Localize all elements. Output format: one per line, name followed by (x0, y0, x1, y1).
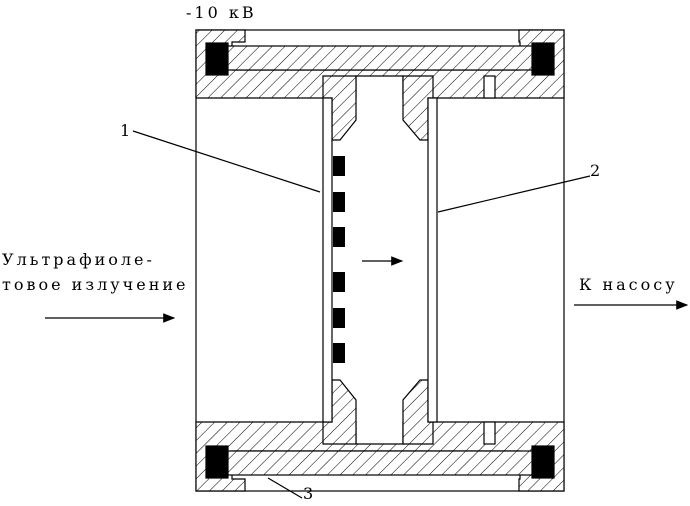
leader-2 (437, 175, 591, 213)
bottom-slot (483, 421, 496, 445)
electrode-1 (322, 97, 333, 423)
top-right-seal (531, 42, 555, 76)
electrode-2 (427, 97, 438, 423)
uv-label-line2: товое излучение (2, 275, 189, 294)
callout-3: 3 (303, 484, 314, 503)
voltage-label: -10 кВ (186, 3, 257, 22)
top-slot (483, 75, 496, 99)
bottom-rod (224, 450, 534, 476)
callout-2: 2 (590, 161, 601, 180)
bottom-flange (195, 421, 565, 492)
bottom-right-seal (531, 445, 555, 479)
top-left-seal (205, 42, 229, 76)
uv-label-line1: Ультрафиоле- (2, 250, 155, 269)
leader-3 (267, 477, 303, 499)
pump-label: К насосу (579, 275, 678, 294)
leader-1 (132, 130, 321, 193)
callout-1: 1 (120, 121, 131, 140)
top-rod (224, 45, 534, 71)
bottom-left-seal (205, 445, 229, 479)
photocathode-segments (333, 156, 345, 363)
